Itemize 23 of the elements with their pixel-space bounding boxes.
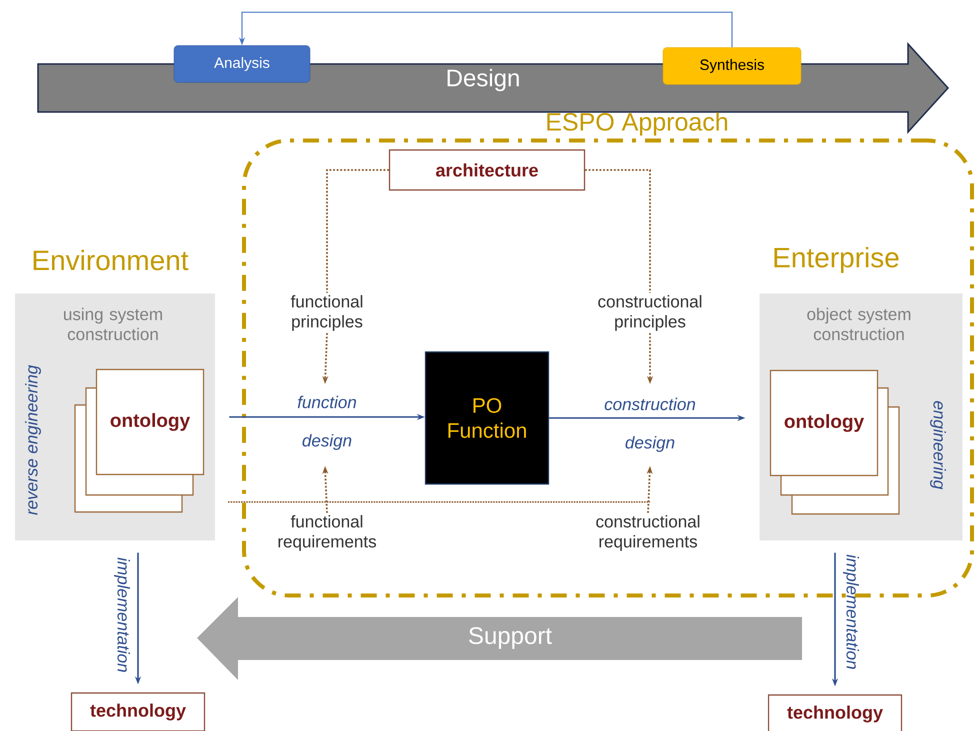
- technology-box: technology: [70, 692, 206, 731]
- function-box: PO Function: [424, 351, 550, 485]
- edge-text: design: [302, 434, 352, 450]
- principle-text: functional principles: [290, 295, 362, 331]
- edge-label: construction: [604, 398, 696, 410]
- edge-label: function: [298, 396, 356, 408]
- document-stack: ontology: [74, 368, 204, 513]
- node-label: Environment: [34, 250, 188, 270]
- edge-label: implementation: [843, 554, 859, 669]
- direction-label: engineering: [930, 401, 946, 490]
- principle-text: constructional requirements: [596, 515, 700, 551]
- principle-text: constructional principles: [598, 295, 702, 331]
- technology-box: technology: [768, 694, 902, 731]
- dotted-connector: [326, 169, 389, 293]
- direction-label: reverse engineering: [25, 365, 41, 515]
- edge-label: implementation: [114, 558, 130, 672]
- architecture-box: architecture: [388, 149, 586, 191]
- node-label: Enterprise: [774, 246, 899, 274]
- dotted-connector: [585, 169, 651, 293]
- principle-text: functional requirements: [278, 515, 376, 551]
- edge-text: design: [626, 436, 674, 452]
- node-label: ESPO Approach: [547, 112, 728, 136]
- document-stack: ontology: [770, 370, 900, 515]
